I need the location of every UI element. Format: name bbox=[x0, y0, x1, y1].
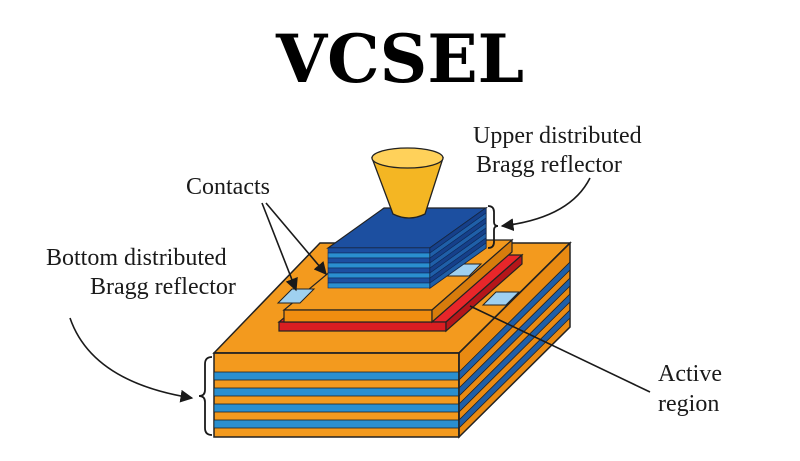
active-region-leader bbox=[469, 305, 651, 393]
page-title: VCSEL bbox=[275, 20, 524, 98]
upper-dbr-layer bbox=[327, 247, 431, 254]
contact-pad-left bbox=[276, 288, 316, 304]
contact-pads bbox=[276, 263, 521, 306]
upper-dbr-arrow bbox=[500, 177, 591, 232]
contacts-arrow-left bbox=[261, 202, 298, 292]
contacts-label: Contacts bbox=[186, 174, 270, 200]
upper-dbr-layer bbox=[327, 272, 431, 279]
upper-dbr-layer bbox=[327, 252, 431, 259]
bottom-dbr-label-line1: Bottom distributed bbox=[46, 245, 227, 271]
upper-dbr-label-line1: Upper distributed bbox=[473, 123, 642, 149]
bottom-dbr-brace bbox=[198, 356, 213, 436]
bottom-dbr-label-line2: Bragg reflector bbox=[90, 274, 236, 300]
bottom-block-side-stripes bbox=[458, 261, 571, 429]
active-region-label-line1: Active bbox=[658, 361, 722, 387]
bottom-dbr-layer bbox=[213, 371, 460, 381]
upper-dbr-layer bbox=[327, 282, 431, 289]
contact-pad-right-front bbox=[481, 291, 521, 306]
upper-dbr-layer bbox=[327, 262, 431, 269]
bottom-dbr-layer bbox=[213, 387, 460, 397]
laser-output-cone bbox=[371, 147, 444, 219]
upper-dbr-label-line2: Bragg reflector bbox=[476, 152, 622, 178]
active-region-label-line2: region bbox=[658, 391, 719, 417]
upper-dbr-brace bbox=[487, 205, 499, 249]
upper-dbr-layer bbox=[327, 277, 431, 284]
bottom-dbr-layer bbox=[213, 419, 460, 429]
upper-dbr-layer bbox=[327, 257, 431, 264]
bottom-dbr-layer bbox=[213, 403, 460, 413]
contacts-arrow-right bbox=[265, 202, 327, 275]
upper-dbr-layer-side bbox=[429, 242, 487, 289]
bottom-dbr-arrow bbox=[69, 317, 194, 403]
upper-dbr-stack bbox=[326, 206, 488, 290]
upper-dbr-layer bbox=[327, 267, 431, 274]
